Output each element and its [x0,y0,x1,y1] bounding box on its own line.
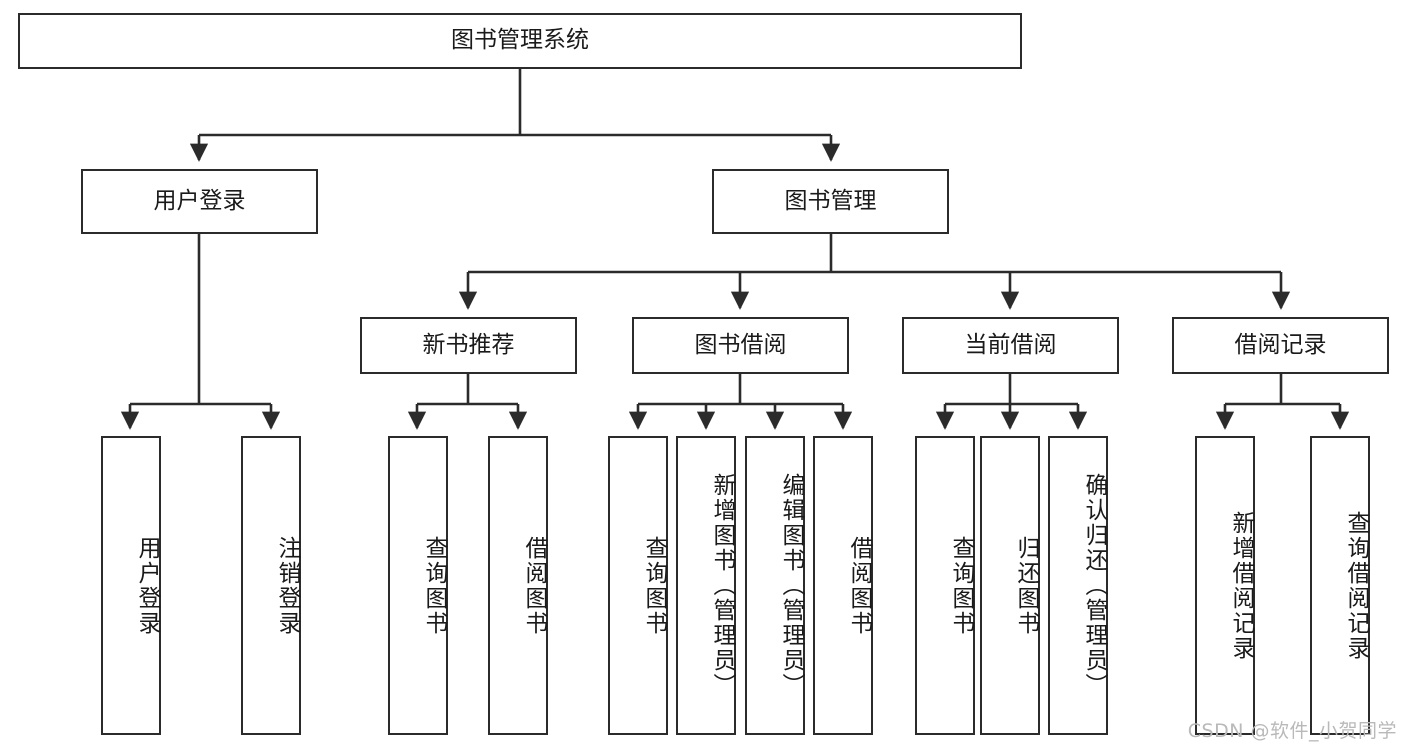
node-label: 借阅记录 [1234,331,1327,358]
node-label: 用户登录 [153,187,246,214]
node-label: 新增图书（管理员） [709,473,735,698]
node-label: 查询图书 [948,535,974,636]
leaf-current-return-book[interactable]: 归还图书 [980,436,1040,735]
node-label: 归还图书 [1013,535,1039,636]
leaf-user-login-signin[interactable]: 用户登录 [101,436,161,735]
node-user-login[interactable]: 用户登录 [81,169,318,234]
csdn-watermark: CSDN @软件_小贺同学 [1187,720,1397,742]
node-label: 新增借阅记录 [1228,510,1254,661]
node-current-borrow[interactable]: 当前借阅 [902,317,1119,374]
node-book-management[interactable]: 图书管理 [712,169,949,234]
leaf-borrow-query-book[interactable]: 查询图书 [608,436,668,735]
node-label: 借阅图书 [846,535,872,636]
leaf-record-add-record[interactable]: 新增借阅记录 [1195,436,1255,735]
node-label: 查询图书 [641,535,667,636]
leaf-current-confirm-return-admin[interactable]: 确认归还（管理员） [1048,436,1108,735]
node-borrow-record[interactable]: 借阅记录 [1172,317,1389,374]
leaf-borrow-borrow-book[interactable]: 借阅图书 [813,436,873,735]
leaf-borrow-edit-book-admin[interactable]: 编辑图书（管理员） [745,436,805,735]
node-label: 图书借阅 [694,331,787,358]
leaf-recommend-borrow-book[interactable]: 借阅图书 [488,436,548,735]
node-label: 查询图书 [421,535,447,636]
leaf-record-query-record[interactable]: 查询借阅记录 [1310,436,1370,735]
node-book-borrow[interactable]: 图书借阅 [632,317,849,374]
node-root-system[interactable]: 图书管理系统 [18,13,1022,69]
node-label: 查询借阅记录 [1343,510,1369,661]
leaf-current-query-book[interactable]: 查询图书 [915,436,975,735]
leaf-recommend-query-book[interactable]: 查询图书 [388,436,448,735]
node-label: 图书管理 [784,187,877,214]
leaf-borrow-add-book-admin[interactable]: 新增图书（管理员） [676,436,736,735]
node-label: 图书管理系统 [451,27,589,54]
node-label: 编辑图书（管理员） [778,473,804,698]
leaf-user-login-signout[interactable]: 注销登录 [241,436,301,735]
node-label: 借阅图书 [521,535,547,636]
node-label: 确认归还（管理员） [1081,473,1107,698]
node-label: 注销登录 [274,535,300,636]
node-label: 当前借阅 [964,331,1057,358]
node-label: 用户登录 [134,535,160,636]
node-label: 新书推荐 [422,331,515,358]
node-new-book-recommend[interactable]: 新书推荐 [360,317,577,374]
